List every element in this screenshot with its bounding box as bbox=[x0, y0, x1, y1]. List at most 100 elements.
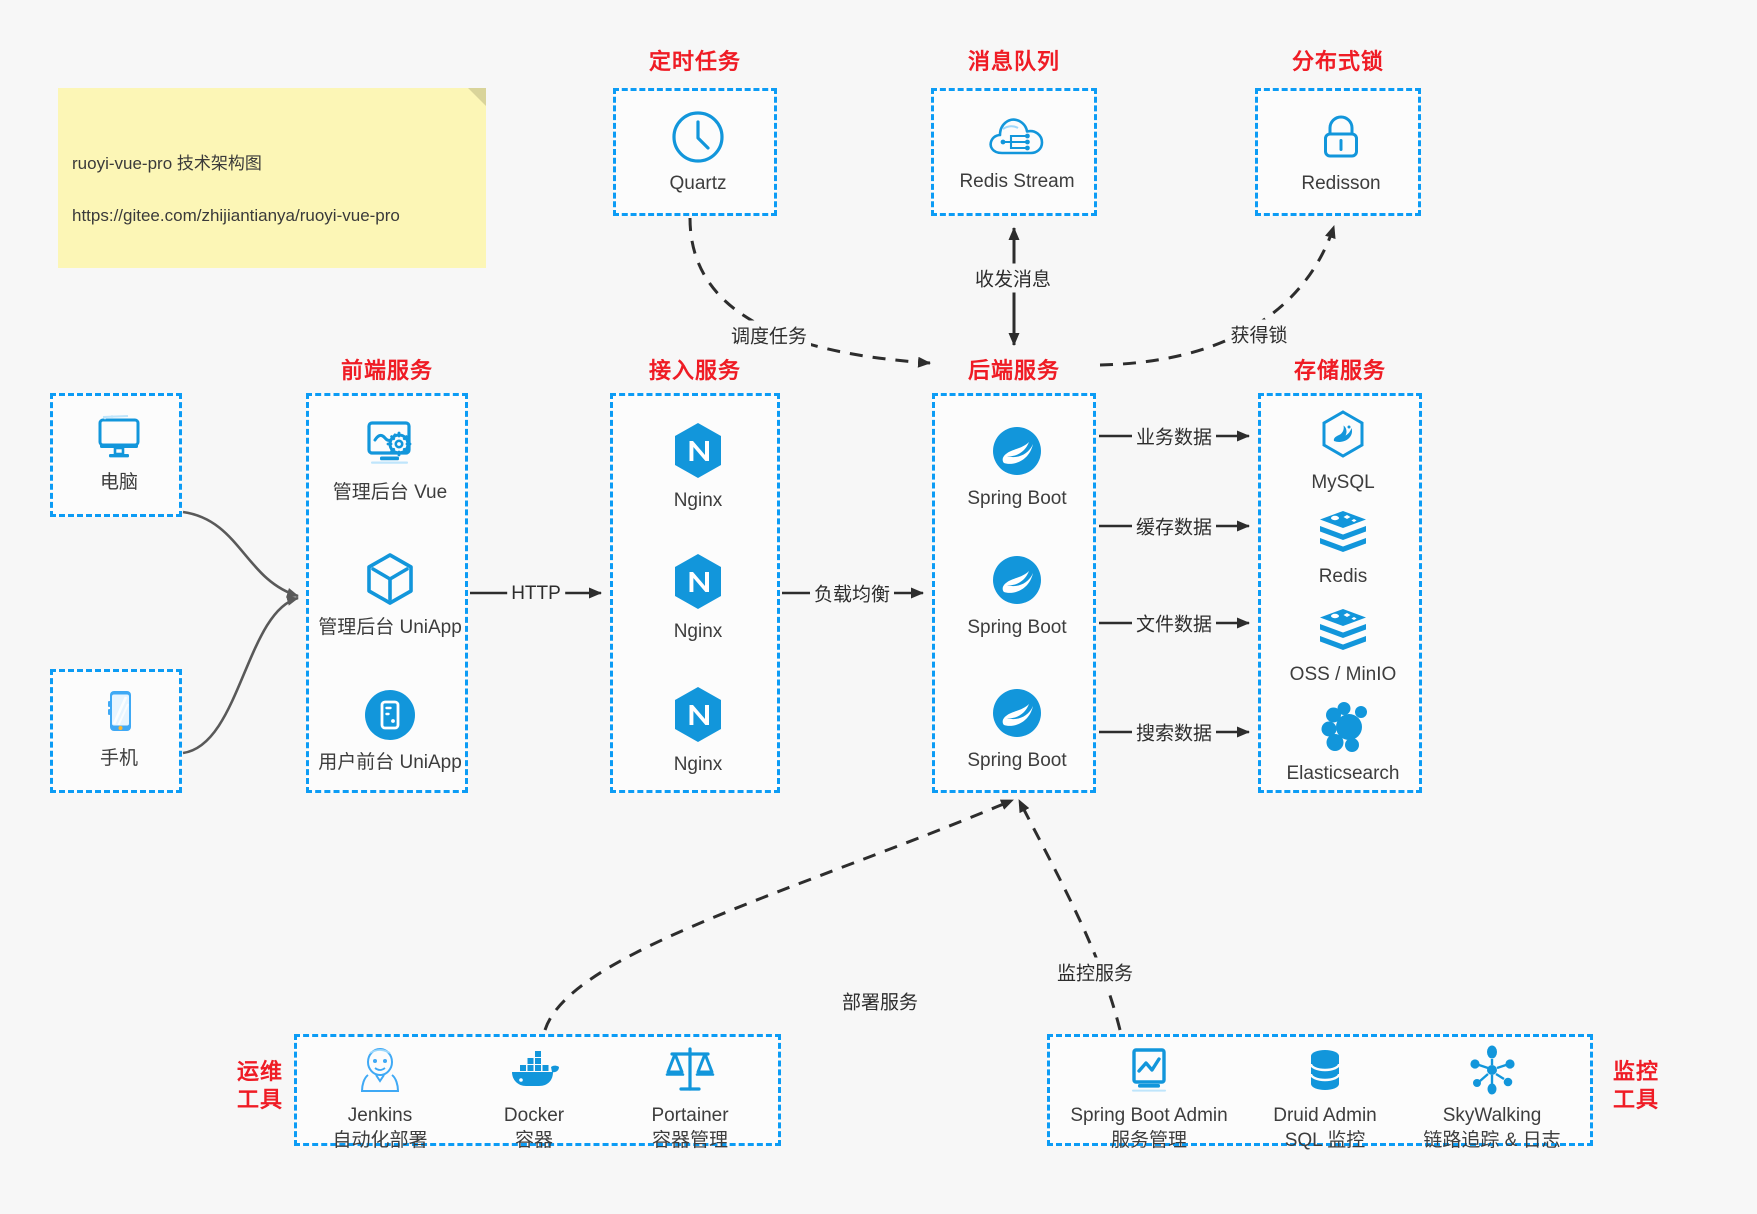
nginx-icon bbox=[668, 684, 728, 746]
group-box-gateway: Nginx Nginx Nginx bbox=[610, 393, 780, 793]
mysql-icon bbox=[1315, 408, 1371, 464]
node-admin-vue[interactable]: 管理后台 Vue bbox=[309, 416, 471, 506]
clock-icon bbox=[670, 109, 726, 165]
node-druid-admin[interactable]: Druid Admin SQL 监控 bbox=[1250, 1045, 1400, 1153]
node-spring-boot-3[interactable]: Spring Boot bbox=[935, 684, 1099, 774]
node-nginx-2[interactable]: Nginx bbox=[613, 551, 783, 645]
edge-label-send-receive-message: 收发消息 bbox=[970, 263, 1056, 293]
node-sublabel: 容器管理 bbox=[651, 1129, 728, 1151]
group-title-gateway: 接入服务 bbox=[648, 358, 741, 383]
node-label: Druid Admin bbox=[1273, 1105, 1377, 1126]
node-nginx-3[interactable]: Nginx bbox=[613, 684, 783, 778]
node-redisson[interactable]: Redisson bbox=[1258, 109, 1424, 197]
edge-label-deploy-service: 部署服务 bbox=[837, 986, 923, 1016]
node-spring-boot-1[interactable]: Spring Boot bbox=[935, 422, 1099, 512]
group-box-backend: Spring Boot Spring Boot Spring Boot bbox=[932, 393, 1096, 793]
node-label: SkyWalking bbox=[1442, 1105, 1542, 1126]
edge-label-schedule-task: 调度任务 bbox=[726, 320, 812, 350]
node-label: Jenkins bbox=[347, 1105, 413, 1126]
scales-icon bbox=[662, 1043, 718, 1097]
node-sublabel: 自动化部署 bbox=[332, 1129, 428, 1151]
edge-label-business-data: 业务数据 bbox=[1131, 421, 1217, 451]
node-label: Spring Boot bbox=[967, 488, 1067, 509]
group-box-lock: Redisson bbox=[1255, 88, 1421, 216]
note-line-title: ruoyi-vue-pro 技术架构图 bbox=[72, 153, 262, 173]
node-quartz[interactable]: Quartz bbox=[616, 109, 780, 197]
node-portainer[interactable]: Portainer 容器管理 bbox=[615, 1043, 765, 1153]
spring-boot-icon bbox=[988, 551, 1046, 609]
node-label: MySQL bbox=[1311, 472, 1375, 493]
node-label: Spring Boot bbox=[967, 617, 1067, 638]
node-label: Portainer bbox=[651, 1105, 729, 1126]
group-title-scheduler: 定时任务 bbox=[648, 49, 741, 74]
group-title-frontend: 前端服务 bbox=[340, 358, 433, 383]
edge-devops-to-backend bbox=[543, 798, 1014, 1031]
diagram-note: ruoyi-vue-pro 技术架构图 https://gitee.com/zh… bbox=[58, 88, 486, 269]
node-label: 用户前台 UniApp bbox=[318, 752, 462, 773]
elasticsearch-icon bbox=[1314, 699, 1372, 755]
node-redis[interactable]: Redis bbox=[1261, 506, 1425, 590]
node-label: Redis bbox=[1318, 566, 1368, 587]
node-user-uniapp[interactable]: 用户前台 UniApp bbox=[309, 686, 471, 776]
node-sublabel: SQL 监控 bbox=[1284, 1129, 1366, 1151]
edge-desktop-to-frontend bbox=[182, 510, 299, 598]
node-label: Nginx bbox=[673, 490, 723, 511]
node-label: Spring Boot bbox=[967, 750, 1067, 771]
node-label: Quartz bbox=[669, 173, 727, 194]
group-box-devops: Jenkins 自动化部署 Docker 容器 bbox=[294, 1034, 781, 1151]
edge-label-file-data: 文件数据 bbox=[1131, 608, 1217, 638]
cube-icon bbox=[361, 551, 419, 609]
node-label: Spring Boot Admin bbox=[1070, 1105, 1228, 1126]
note-line-url: https://gitee.com/zhijiantianya/ruoyi-vu… bbox=[72, 206, 400, 226]
spring-boot-icon bbox=[988, 422, 1046, 480]
edge-monitoring-to-backend bbox=[1017, 799, 1122, 1031]
node-oss-minio[interactable]: OSS / MinIO bbox=[1261, 604, 1425, 688]
jenkins-icon bbox=[354, 1045, 406, 1097]
edge-label-cache-data: 缓存数据 bbox=[1131, 511, 1217, 541]
node-admin-uniapp[interactable]: 管理后台 UniApp bbox=[309, 551, 471, 641]
node-label: 管理后台 UniApp bbox=[318, 617, 462, 638]
node-spring-boot-2[interactable]: Spring Boot bbox=[935, 551, 1099, 641]
node-phone[interactable]: 手机 bbox=[53, 686, 185, 772]
node-label: Elasticsearch bbox=[1286, 763, 1400, 784]
node-spring-boot-admin[interactable]: Spring Boot Admin 服务管理 bbox=[1056, 1045, 1242, 1153]
group-box-frontend: 管理后台 Vue 管理后台 UniApp bbox=[306, 393, 468, 793]
group-title-monitoring: 监控 工具 bbox=[1612, 1059, 1659, 1112]
database-icon bbox=[1299, 1045, 1351, 1097]
group-box-client-phone: 手机 bbox=[50, 669, 182, 793]
group-box-monitoring: Spring Boot Admin 服务管理 Druid Admin SQL 监… bbox=[1047, 1034, 1593, 1151]
edge-backend-to-redisson bbox=[1099, 225, 1336, 367]
group-title-backend: 后端服务 bbox=[967, 358, 1060, 383]
redis-icon bbox=[1314, 506, 1372, 558]
docker-icon bbox=[506, 1045, 562, 1097]
spring-boot-icon bbox=[988, 684, 1046, 742]
node-redis-stream[interactable]: Redis Stream bbox=[934, 111, 1100, 195]
node-elasticsearch[interactable]: Elasticsearch bbox=[1261, 699, 1425, 787]
node-docker[interactable]: Docker 容器 bbox=[459, 1045, 609, 1153]
group-box-client-desktop: 电脑 bbox=[50, 393, 182, 517]
edge-label-acquire-lock: 获得锁 bbox=[1226, 319, 1292, 349]
node-desktop[interactable]: 电脑 bbox=[53, 412, 185, 496]
node-label: Nginx bbox=[673, 754, 723, 775]
cloud-network-icon bbox=[985, 111, 1049, 163]
node-jenkins[interactable]: Jenkins 自动化部署 bbox=[305, 1045, 455, 1153]
skywalking-icon bbox=[1465, 1045, 1519, 1097]
node-label: Nginx bbox=[673, 621, 723, 642]
node-label: 管理后台 Vue bbox=[332, 482, 448, 503]
node-nginx-1[interactable]: Nginx bbox=[613, 420, 783, 514]
smartphone-icon bbox=[92, 686, 146, 740]
dashboard-gear-icon bbox=[359, 416, 421, 474]
desktop-monitor-icon bbox=[90, 412, 148, 464]
group-title-mq: 消息队列 bbox=[967, 49, 1060, 74]
edge-label-load-balance: 负载均衡 bbox=[809, 578, 895, 608]
node-mysql[interactable]: MySQL bbox=[1261, 408, 1425, 496]
edge-label-http: HTTP bbox=[507, 582, 565, 606]
edge-label-search-data: 搜索数据 bbox=[1131, 717, 1217, 747]
note-fold-corner bbox=[468, 88, 486, 106]
node-label: Redisson bbox=[1301, 173, 1381, 194]
mobile-app-icon bbox=[361, 686, 419, 744]
node-sublabel: 容器 bbox=[514, 1129, 553, 1151]
node-skywalking[interactable]: SkyWalking 链路追踪 & 日志 bbox=[1402, 1045, 1582, 1153]
node-label: Redis Stream bbox=[959, 171, 1075, 192]
